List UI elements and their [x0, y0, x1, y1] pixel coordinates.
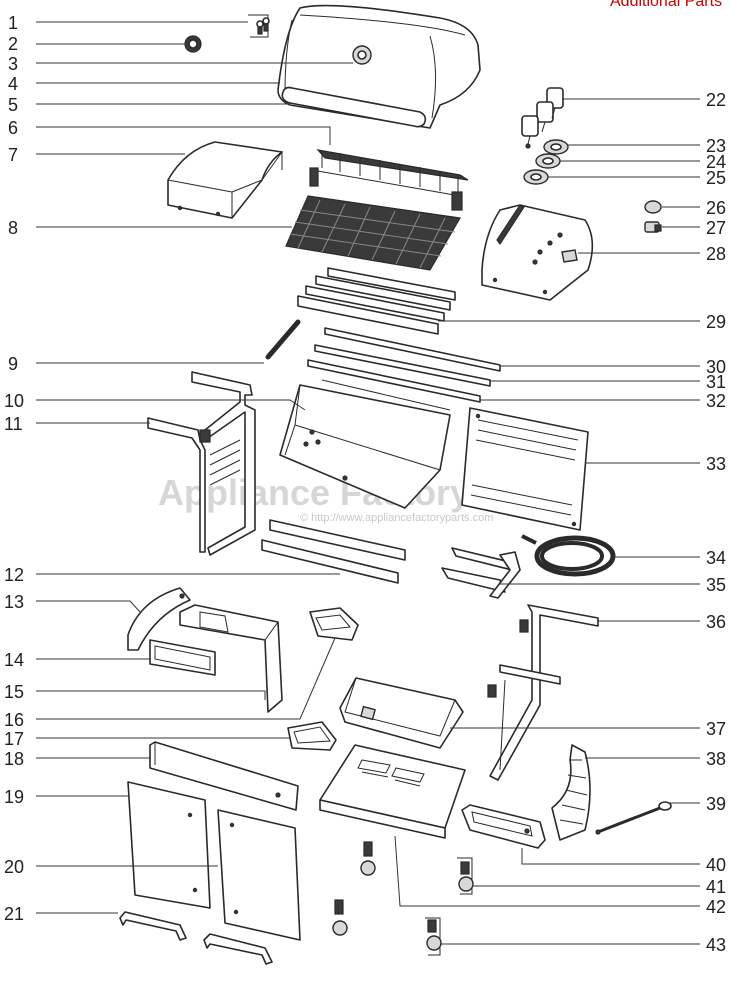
part-17-drip-tray [287, 721, 337, 751]
callout-numbers: 1 2 3 4 5 6 7 8 9 10 11 12 13 14 15 16 1… [4, 13, 726, 955]
watermark-url: © http://www.appliancefactoryparts.com [300, 512, 493, 524]
callout-25: 25 [706, 168, 726, 188]
part-4-lid [277, 4, 481, 129]
corner-label: Additional Parts [610, 0, 722, 10]
part-41-caster [360, 841, 474, 895]
callout-13: 13 [4, 592, 24, 612]
callout-32: 32 [706, 391, 726, 411]
part-15-side-panel [179, 604, 283, 713]
part-33-back-panel [461, 407, 589, 531]
part-6-warming-rack [309, 149, 469, 211]
callout-18: 18 [4, 749, 24, 769]
part-37-bottom-tray [339, 677, 464, 749]
callout-41: 41 [706, 877, 726, 897]
part-2-bezel [184, 35, 202, 53]
part-42-bottom-shelf [319, 744, 466, 839]
leader-lines [36, 21, 700, 945]
callout-24: 24 [706, 152, 726, 172]
callout-28: 28 [706, 244, 726, 264]
callout-29: 29 [706, 312, 726, 332]
callout-31: 31 [706, 372, 726, 392]
callout-40: 40 [706, 855, 726, 875]
part-14-tool-holder [149, 639, 216, 676]
callout-20: 20 [4, 857, 24, 877]
callout-12: 12 [4, 565, 24, 585]
callout-43: 43 [706, 935, 726, 955]
callout-35: 35 [706, 575, 726, 595]
callout-33: 33 [706, 454, 726, 474]
callout-10: 10 [4, 391, 24, 411]
callout-7: 7 [8, 145, 18, 165]
callout-3: 3 [8, 54, 18, 74]
callout-34: 34 [706, 548, 726, 568]
part-19-door-left [127, 781, 211, 909]
callout-4: 4 [8, 74, 18, 94]
part-36-frame-right [487, 604, 599, 781]
callout-11: 11 [4, 414, 23, 434]
part-40-tray-handle [461, 804, 546, 849]
part-5-handle [281, 86, 427, 128]
callout-42: 42 [706, 897, 726, 917]
callout-27: 27 [706, 218, 726, 238]
part-29-flavorizer-bars [297, 267, 456, 335]
part-16-catch-pan [309, 607, 359, 641]
callout-26: 26 [706, 198, 726, 218]
callout-19: 19 [4, 787, 24, 807]
part-1-screws [248, 14, 270, 38]
part-9-electrode [265, 319, 301, 360]
part-34-gas-hose [521, 534, 616, 577]
callout-5: 5 [8, 95, 18, 115]
callout-17: 17 [4, 729, 24, 749]
callout-37: 37 [706, 719, 726, 739]
part-28-control-panel [481, 204, 594, 301]
part-11-frame-left [147, 371, 256, 556]
callout-30: 30 [706, 357, 726, 377]
part-22-knobs [521, 87, 564, 149]
part-13-side-handle [127, 587, 191, 651]
callout-21: 21 [4, 904, 24, 924]
part-38-side-handle-right [551, 744, 591, 841]
callout-14: 14 [4, 650, 24, 670]
part-27-valve [644, 221, 662, 233]
part-39-match-holder [595, 801, 672, 835]
part-7-side-shelf-left [167, 141, 283, 219]
part-26-ignitor-button [644, 200, 662, 214]
callout-8: 8 [8, 218, 18, 238]
part-35-tank-bracket [441, 547, 521, 599]
callout-22: 22 [706, 90, 726, 110]
callout-2: 2 [8, 34, 18, 54]
part-12-cross-rails [261, 519, 406, 584]
callout-16: 16 [4, 710, 24, 730]
callout-1: 1 [8, 13, 18, 33]
callout-38: 38 [706, 749, 726, 769]
part-21-door-handles [119, 911, 273, 965]
part-20-door-right [217, 809, 301, 941]
callout-15: 15 [4, 682, 24, 702]
callout-23: 23 [706, 136, 726, 156]
part-30-32-burners [307, 327, 501, 403]
callout-39: 39 [706, 794, 726, 814]
part-43-caster [332, 899, 442, 956]
part-10-firebox [279, 379, 451, 509]
part-8-cooking-grate [285, 195, 461, 271]
callout-6: 6 [8, 118, 18, 138]
part-18-front-panel [149, 741, 299, 811]
callout-36: 36 [706, 612, 726, 632]
callout-9: 9 [8, 354, 18, 374]
